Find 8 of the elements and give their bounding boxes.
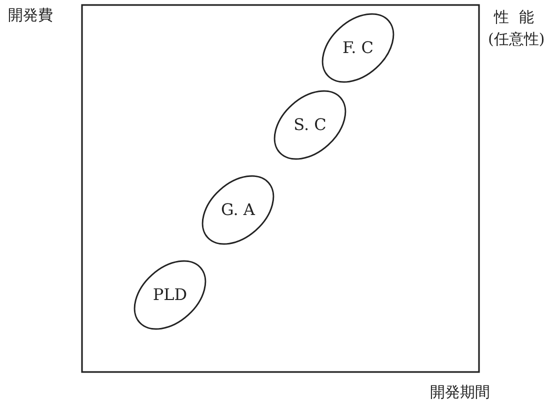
ellipse-node: PLD bbox=[132, 260, 208, 330]
ellipse-node: S. C bbox=[272, 90, 348, 160]
axis-label: 開発期間 bbox=[430, 383, 490, 402]
axis-label: 性能 bbox=[494, 8, 544, 27]
axis-label: (任意性) bbox=[488, 30, 545, 49]
ellipse-node: G. A bbox=[200, 175, 276, 245]
ellipse-node: F. C bbox=[320, 13, 396, 83]
axis-label: 開発費 bbox=[8, 6, 53, 25]
